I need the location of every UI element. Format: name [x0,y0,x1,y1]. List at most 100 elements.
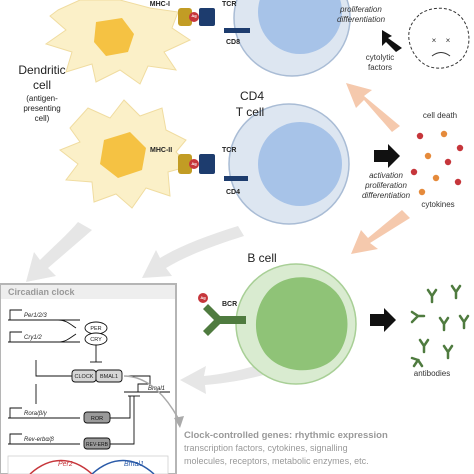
antibody-icon [458,314,470,330]
dendritic-label-line2: cell [33,78,51,92]
black-arrow-cd8 [382,30,402,52]
cytokine-dot [416,132,424,140]
mhc-ii-label: MHC-II [150,147,172,154]
ror-to-bmal1-line [110,396,131,419]
antibody-icon [438,316,450,332]
dendritic-label-line3: (antigen- [26,94,58,103]
tcr-middle-label: TCR [222,147,236,154]
cell-death-label: cell death [423,111,457,120]
dendritic-nucleus-middle [100,132,146,178]
antibody-icon [410,356,424,368]
clock-output-arrowhead [174,416,184,428]
clock-controlled-line1: transcription factors, cytokines, signal… [184,443,348,453]
antigen-glyph-middle: Ag [191,161,197,166]
cytokines-label: cytokines [421,200,454,209]
cd8-label: CD8 [226,39,240,46]
bmal1-curve [91,459,155,474]
antibody-icon [442,344,454,360]
gene-per-label: Per1/2/3 [24,313,47,319]
promoter-arrow-cry [9,331,22,342]
antigen-on-bcr [198,293,208,303]
dying-cell [408,7,470,69]
dendritic-label-line1: Dendritic [18,63,65,77]
cytokine-dot [432,174,440,182]
clock-controlled-title: Clock-controlled genes: rhythmic express… [184,430,388,441]
clock-controlled-line2: molecules, receptors, metabolic enzymes,… [184,456,369,466]
gene-cry-label: Cry1/2 [24,335,42,341]
cry-protein-label: CRY [90,337,102,343]
cd8-process-line2: differentiation [337,15,386,24]
cd8-coreceptor [224,28,250,33]
per2-curve [29,459,93,474]
antibody-icon [418,338,430,354]
cytokine-dot [418,188,426,196]
circadian-clock-title: Circadian clock [8,287,76,297]
plot-per2-label: Per2 [58,461,73,468]
cytokine-dot [424,152,432,160]
peach-arrow-cd4-to-cd8 [346,83,400,132]
mhc-ii-molecule [178,154,192,174]
antibodies-label: antibodies [414,369,450,378]
cytokine-dot [440,130,448,138]
clock-protein-label: CLOCK [75,374,94,380]
cd4-label: CD4 [226,189,240,196]
antibody-icon [410,310,426,324]
cd4-process-line2: proliferation [364,181,407,190]
gene-ror-label: Rora/β/γ [24,411,48,417]
dendritic-nucleus-top [94,18,134,56]
plot-bmal1-label: Bmal1 [124,461,144,468]
cd8-tcell-nucleus [258,0,342,54]
promoter-arrow-reverb [9,433,22,444]
bcr-label: BCR [222,301,237,308]
ror-protein-label: ROR [91,416,103,422]
cd8-process-line1: proliferation [339,5,382,14]
dead-eye-left-icon: × [432,36,437,45]
mhc-i-label: MHC-I [150,1,170,8]
clock-to-genes-line [35,360,72,377]
cd4-coreceptor [224,176,248,181]
peach-arrow-cd4-to-bcell [351,210,410,254]
gray-arrow-dc-to-clock [26,222,92,282]
reverb-protein [83,437,111,450]
reverb-to-bmal1-line [110,396,135,445]
cd4-title-line2: T cell [236,105,264,119]
bmal1-protein [95,369,123,383]
bmal1-gene-to-protein [124,375,151,384]
cytokine-dot [444,158,452,166]
tcr-top [199,8,215,26]
b-cell-nucleus [255,277,348,371]
b-cell-title: B cell [247,251,276,265]
bcr-receptor [203,304,246,336]
cytokine-dot [454,178,462,186]
cd4-process-line3: differentiation [362,191,411,200]
gray-arrow-tcell-to-clock [142,226,244,278]
cry-to-protein-arrow [57,333,77,343]
tcr-middle [199,154,215,174]
cd4-tcell-nucleus [258,122,342,206]
cd8-output-line1: cytolytic [366,53,394,62]
cd8-output-line2: factors [368,63,392,72]
circadian-clock-header [1,285,175,299]
per-to-protein-arrow [57,319,77,329]
dead-eye-right-icon: × [446,36,451,45]
antigen-glyph-top: Ag [191,13,197,18]
antibody-icon [426,288,438,304]
mhc-i-molecule [178,8,192,26]
black-arrow-bcell [370,308,396,332]
cry-protein [84,332,108,346]
black-arrow-cd4 [374,144,400,168]
bmal1-protein-label: BMAL1 [100,374,118,380]
antibody-icon [450,284,462,300]
ror-protein [83,411,111,424]
sad-mouth-icon [431,52,451,57]
dendritic-label-line5: cell) [35,114,50,123]
dendritic-label-line4: presenting [23,104,60,113]
promoter-arrow-bmal1 [137,383,148,392]
cd4-title-line1: CD4 [240,89,264,103]
antigen-glyph-bcr: Ag [200,295,206,300]
promoter-arrow-per [9,309,22,320]
cytokine-dot [456,144,464,152]
clock-output-arrow [123,375,179,419]
cd4-process-line1: activation [369,171,403,180]
